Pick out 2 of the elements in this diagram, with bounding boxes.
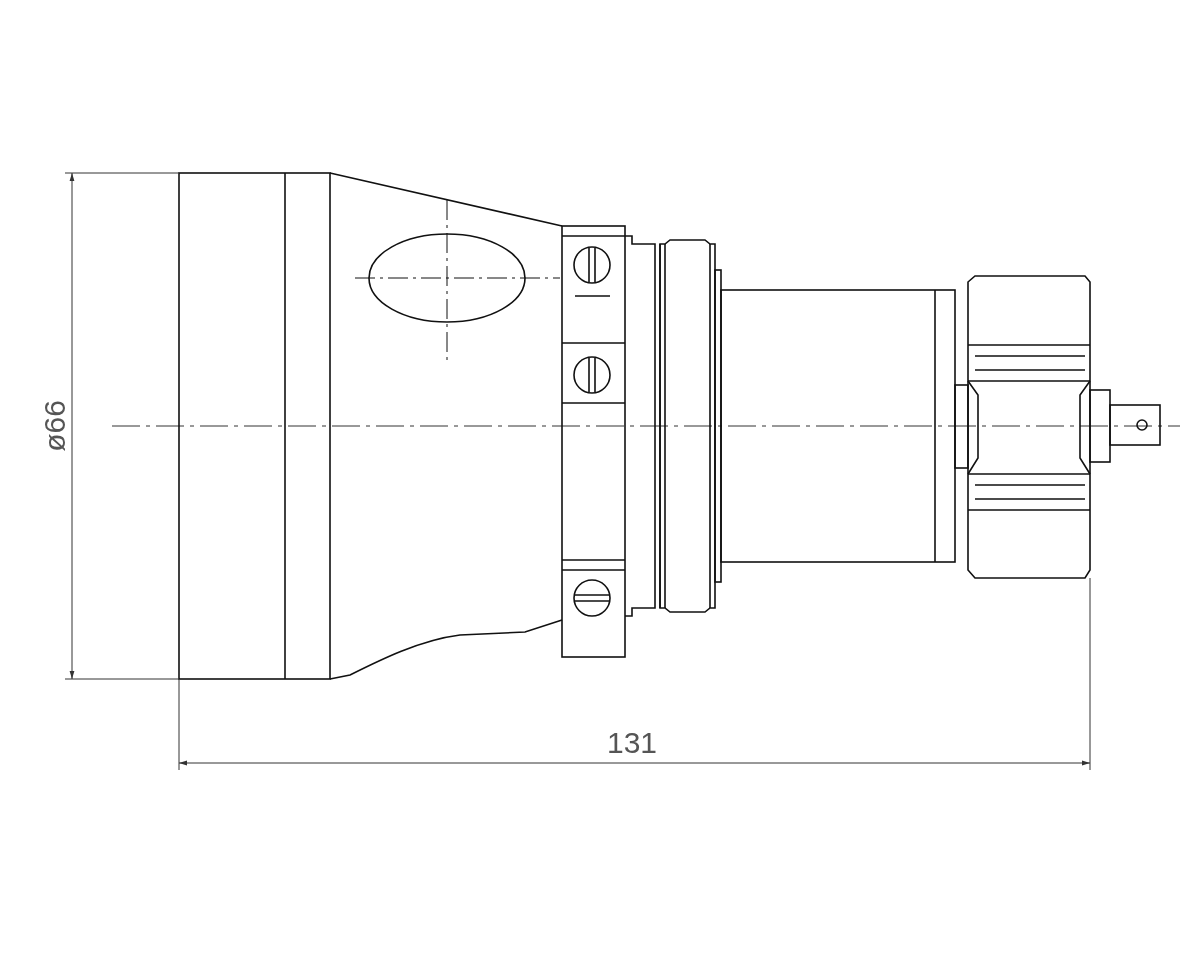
dimension-label: ø66 bbox=[39, 400, 70, 452]
dimension-label: 131 bbox=[607, 728, 658, 758]
